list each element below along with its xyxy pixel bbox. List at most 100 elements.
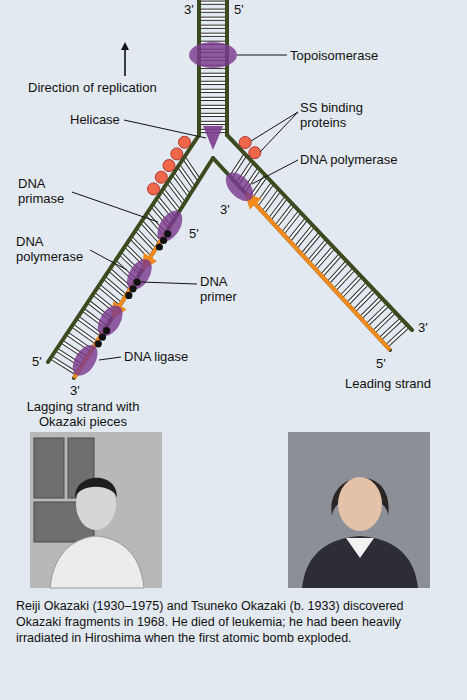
base-pair-outline — [199, 17, 227, 21]
base-pair-outline — [199, 81, 227, 85]
ssb-protein — [239, 137, 251, 149]
direction-arrow — [124, 46, 126, 76]
base-pair — [199, 34, 227, 36]
sweater — [50, 536, 144, 588]
leader-line — [237, 55, 287, 56]
strand-end-label: 5' — [376, 356, 386, 371]
base-pair-outline — [199, 25, 227, 29]
dna-backbone — [48, 135, 199, 362]
enzyme-label: Helicase — [70, 112, 120, 127]
ssb-protein — [163, 160, 175, 172]
dna-backbone — [74, 158, 213, 378]
primers — [95, 230, 172, 347]
jacket — [302, 536, 418, 588]
polymerase-blob — [93, 301, 128, 340]
strand-end-label: 3' — [70, 383, 80, 398]
strand-end-label: 5' — [234, 2, 244, 17]
enzyme-label: DNA ligase — [124, 349, 188, 364]
base-pair — [199, 10, 227, 12]
portrait-photo — [30, 432, 162, 588]
base-pair — [386, 326, 408, 346]
enzyme-label: DNA primase — [18, 176, 80, 206]
polymerase-blob — [122, 255, 157, 294]
base-pair — [199, 26, 227, 28]
collar — [346, 538, 374, 558]
base-pair — [199, 82, 227, 84]
dna-backbone — [197, 0, 201, 135]
base-pairs — [51, 3, 408, 374]
leader-line — [124, 120, 206, 138]
strand-end-label: 5' — [189, 226, 199, 241]
ligase-blob — [68, 341, 103, 380]
dna-backbone — [213, 158, 390, 350]
enzyme-label: Topoisomerase — [290, 48, 378, 63]
dna-backbone — [227, 135, 412, 330]
primer-dot — [134, 279, 141, 286]
primer-dot — [125, 292, 132, 299]
base-pair-outline — [199, 89, 227, 93]
primer-dot — [103, 327, 110, 334]
photo-background — [30, 432, 162, 588]
base-pair-outline — [199, 113, 227, 117]
ss-binding-proteins — [148, 136, 261, 195]
dna-backbones — [48, 0, 412, 378]
primer-dot — [129, 285, 136, 292]
primer-dot — [99, 334, 106, 341]
figure-caption: Reiji Okazaki (1930–1975) and Tsuneko Ok… — [16, 598, 452, 646]
ssb-protein — [249, 147, 261, 159]
base-pair — [199, 122, 227, 124]
primer-dot — [164, 230, 171, 237]
primer-dot — [95, 340, 102, 347]
portrait-photo — [288, 432, 430, 588]
leading-strand-line — [250, 198, 390, 350]
leader-line — [72, 192, 158, 222]
polymerase-blob — [221, 168, 259, 207]
ssb-protein — [155, 171, 167, 183]
base-pair — [199, 2, 227, 4]
photo-background — [288, 432, 430, 588]
leader-line — [252, 160, 298, 184]
leader-line — [260, 112, 298, 152]
ssb-protein — [148, 183, 160, 195]
strand-end-label: 5' — [32, 354, 42, 369]
leader-line — [99, 357, 121, 360]
enzyme-label: DNA polymerase — [300, 152, 398, 167]
base-pair-outline — [199, 73, 227, 77]
base-pair — [199, 106, 227, 108]
base-pair — [199, 114, 227, 116]
ssb-protein — [179, 136, 191, 148]
strand-end-label: 3' — [220, 202, 230, 217]
base-pair-outline — [199, 97, 227, 101]
strand-end-label: 3' — [418, 320, 428, 335]
primer-dot — [160, 237, 167, 244]
strand-end-label: 3' — [184, 2, 194, 17]
dna-backbone — [225, 0, 229, 135]
primer-label: DNA primer — [200, 274, 252, 304]
leader-line — [90, 250, 127, 270]
topoisomerase-blob — [189, 42, 237, 68]
primase-blob — [152, 206, 187, 245]
strand-name: Leading strand — [345, 376, 431, 391]
base-pair — [199, 18, 227, 20]
base-pair — [199, 98, 227, 100]
enzyme-label: DNA polymerase — [16, 234, 92, 264]
hair — [75, 478, 117, 498]
base-pair-outline — [199, 9, 227, 13]
base-pair — [199, 90, 227, 92]
base-pair-outline — [199, 33, 227, 37]
base-pair-outline — [199, 121, 227, 125]
bookshelf — [34, 438, 64, 498]
base-pair-outline — [199, 1, 227, 5]
direction-label: Direction of replication — [28, 80, 157, 95]
protein-label: SS binding proteins — [300, 100, 390, 130]
strand-name: Lagging strand with Okazaki pieces — [8, 399, 158, 429]
leader-line — [141, 282, 197, 284]
base-pair — [199, 74, 227, 76]
base-pair-outline — [199, 105, 227, 109]
leader-lines — [72, 55, 298, 360]
primer-dot — [156, 243, 163, 250]
face — [338, 477, 382, 531]
ssb-protein — [171, 148, 183, 160]
